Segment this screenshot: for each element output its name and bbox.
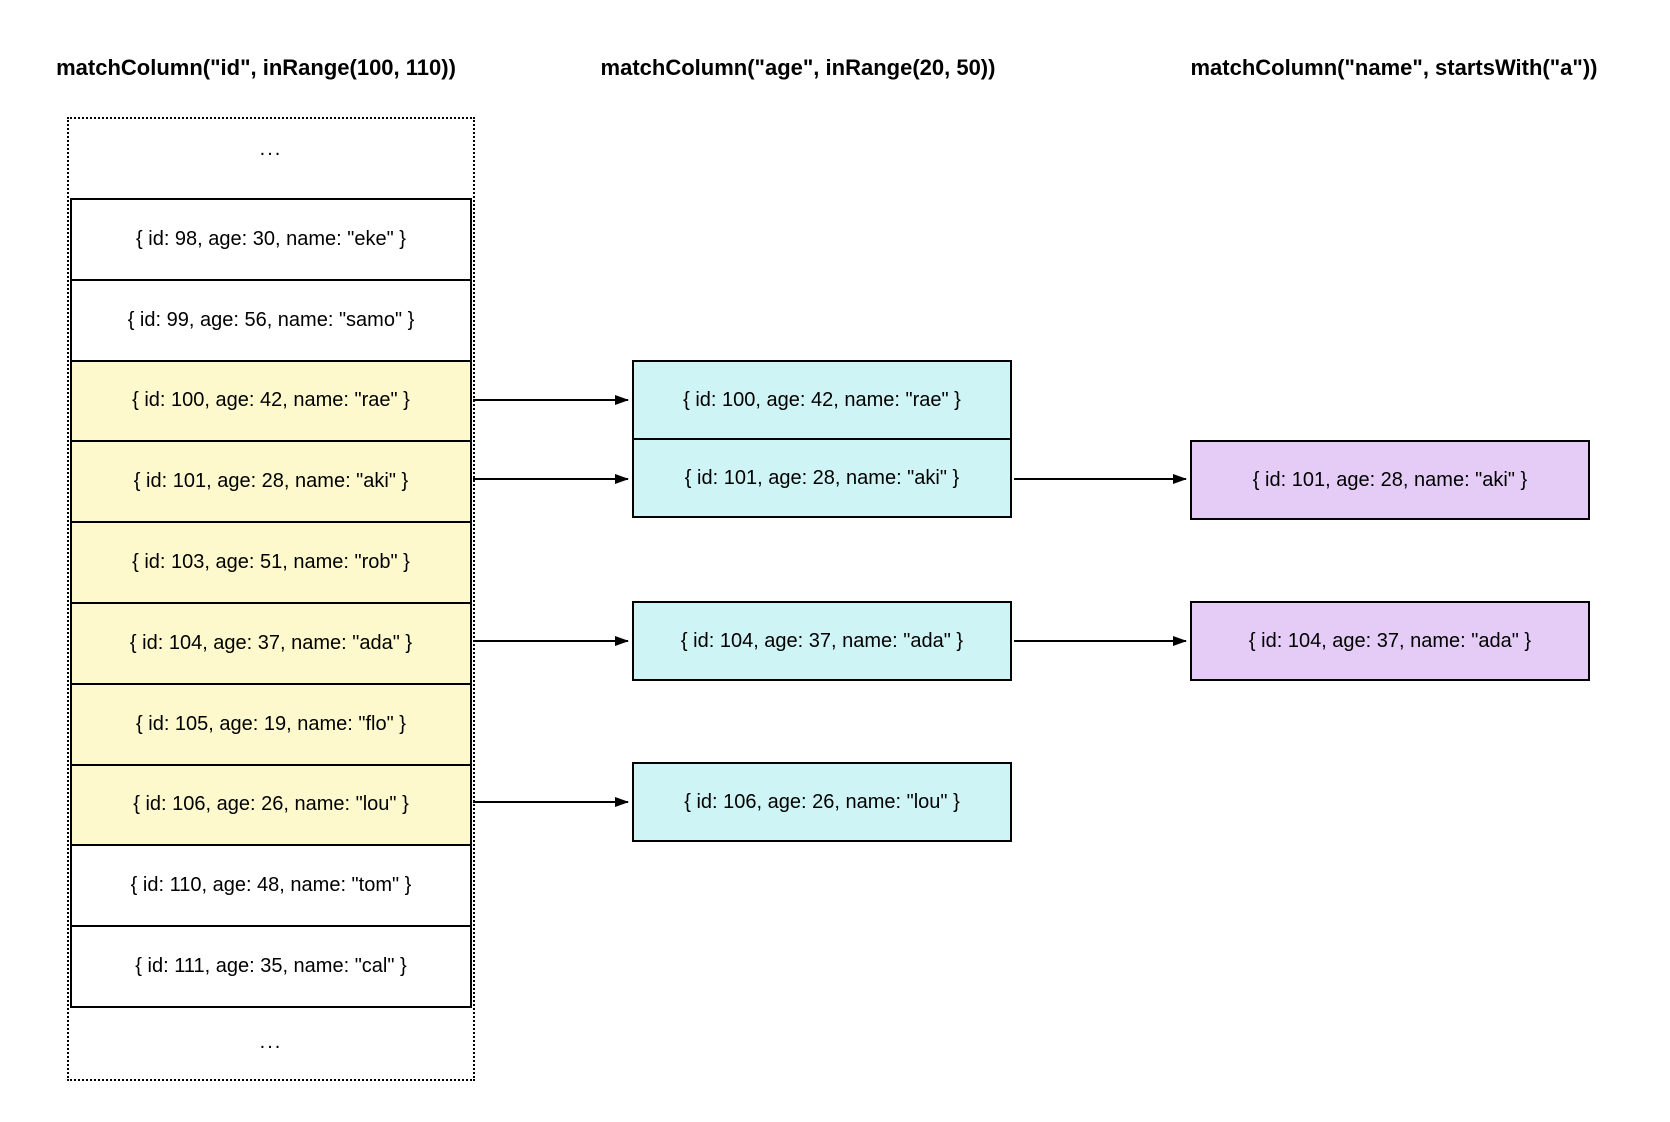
source-row-eke: { id: 98, age: 30, name: "eke" } — [72, 200, 470, 279]
source-row-stack: { id: 98, age: 30, name: "eke" } { id: 9… — [70, 198, 472, 1008]
source-row-tom: { id: 110, age: 48, name: "tom" } — [72, 844, 470, 926]
source-row-rae: { id: 100, age: 42, name: "rae" } — [72, 359, 470, 441]
source-row-ada: { id: 104, age: 37, name: "ada" } — [72, 601, 470, 683]
column-title-age-filter: matchColumn("age", inRange(20, 50)) — [600, 55, 996, 80]
source-row-lou: { id: 106, age: 26, name: "lou" } — [72, 763, 470, 845]
column-title-name-filter: matchColumn("name", startsWith("a")) — [1190, 55, 1598, 80]
column-title-id-filter: matchColumn("id", inRange(100, 110)) — [56, 55, 456, 80]
age-match-box-ada: { id: 104, age: 37, name: "ada" } — [632, 601, 1012, 681]
source-row-cal: { id: 111, age: 35, name: "cal" } — [72, 925, 470, 1006]
ellipsis-top: ... — [259, 138, 283, 160]
name-match-box-ada: { id: 104, age: 37, name: "ada" } — [1190, 601, 1590, 681]
source-row-aki: { id: 101, age: 28, name: "aki" } — [72, 440, 470, 522]
age-match-box-lou: { id: 106, age: 26, name: "lou" } — [632, 762, 1012, 842]
source-dataframe-container — [67, 117, 475, 1081]
ellipsis-bottom: ... — [259, 1031, 283, 1053]
age-match-box-aki: { id: 101, age: 28, name: "aki" } — [632, 438, 1012, 518]
source-row-samo: { id: 99, age: 56, name: "samo" } — [72, 278, 470, 360]
source-row-rob: { id: 103, age: 51, name: "rob" } — [72, 521, 470, 602]
age-match-box-rae: { id: 100, age: 42, name: "rae" } — [632, 360, 1012, 440]
source-row-flo: { id: 105, age: 19, name: "flo" } — [72, 682, 470, 764]
name-match-box-aki: { id: 101, age: 28, name: "aki" } — [1190, 440, 1590, 520]
